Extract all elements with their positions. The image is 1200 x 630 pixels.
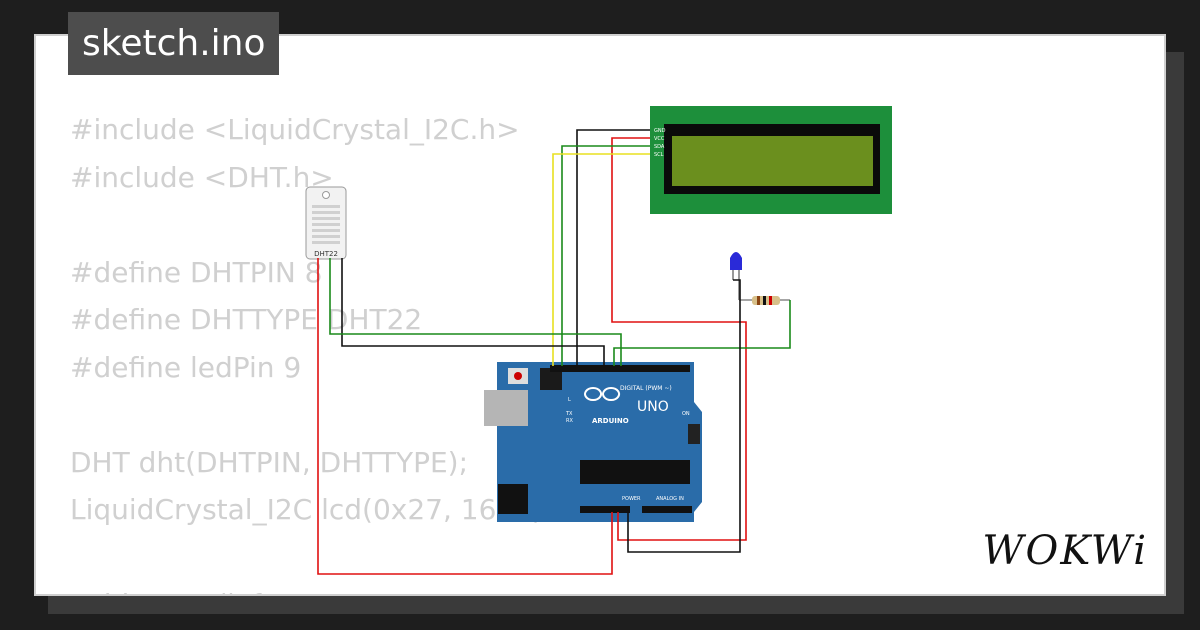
dht-label: DHT22 xyxy=(314,250,338,258)
led-label-on: ON xyxy=(682,411,690,417)
uno-label: UNO xyxy=(637,399,669,415)
preview-card: #include <LiquidCrystal_I2C.h> #include <… xyxy=(34,34,1166,596)
led-label-tx: TX xyxy=(565,411,573,417)
reset-button[interactable] xyxy=(514,372,522,380)
lcd-display[interactable]: GND VCC SDA SCL xyxy=(650,106,892,214)
lcd-pin-sda: SDA xyxy=(654,144,665,150)
lcd-pin-scl: SCL xyxy=(654,152,664,158)
digital-label: DIGITAL (PWM ~) xyxy=(620,385,672,392)
code-line: #include <LiquidCrystal_I2C.h> xyxy=(70,113,520,146)
arduino-uno-board[interactable]: DIGITAL (PWM ~) UNO ARDUINO POWER ANALOG… xyxy=(484,362,702,522)
resistor[interactable] xyxy=(739,296,790,305)
atmega-chip xyxy=(580,460,690,484)
power-jack xyxy=(498,484,528,514)
led-label-rx: RX xyxy=(566,418,573,424)
sketch-title: sketch.ino xyxy=(68,12,280,75)
blue-led[interactable] xyxy=(730,252,742,300)
usb-port xyxy=(484,390,528,426)
arduino-label: ARDUINO xyxy=(592,417,629,425)
code-line: #include <DHT.h> xyxy=(70,160,334,194)
code-line: LiquidCrystal_I2C lcd(0x27, 16, 2); xyxy=(70,493,553,526)
code-line: #define ledPin 9 xyxy=(70,350,302,384)
arduino-logo-icon xyxy=(584,387,620,401)
power-label: POWER xyxy=(622,496,641,502)
led-label-l: L xyxy=(568,397,571,403)
code-preview: #include <LiquidCrystal_I2C.h> #include <… xyxy=(70,106,553,594)
wires xyxy=(317,129,791,575)
lcd-pin-gnd: GND xyxy=(654,128,666,134)
wokwi-logo: WOKWi xyxy=(982,528,1148,574)
lcd-pin-vcc: VCC xyxy=(654,136,665,142)
code-line: DHT dht(DHTPIN, DHTTYPE); xyxy=(70,445,469,479)
analog-label: ANALOG IN xyxy=(656,496,684,502)
dht22-sensor[interactable]: DHT22 xyxy=(305,186,347,260)
code-line: void setup() { xyxy=(70,581,552,594)
